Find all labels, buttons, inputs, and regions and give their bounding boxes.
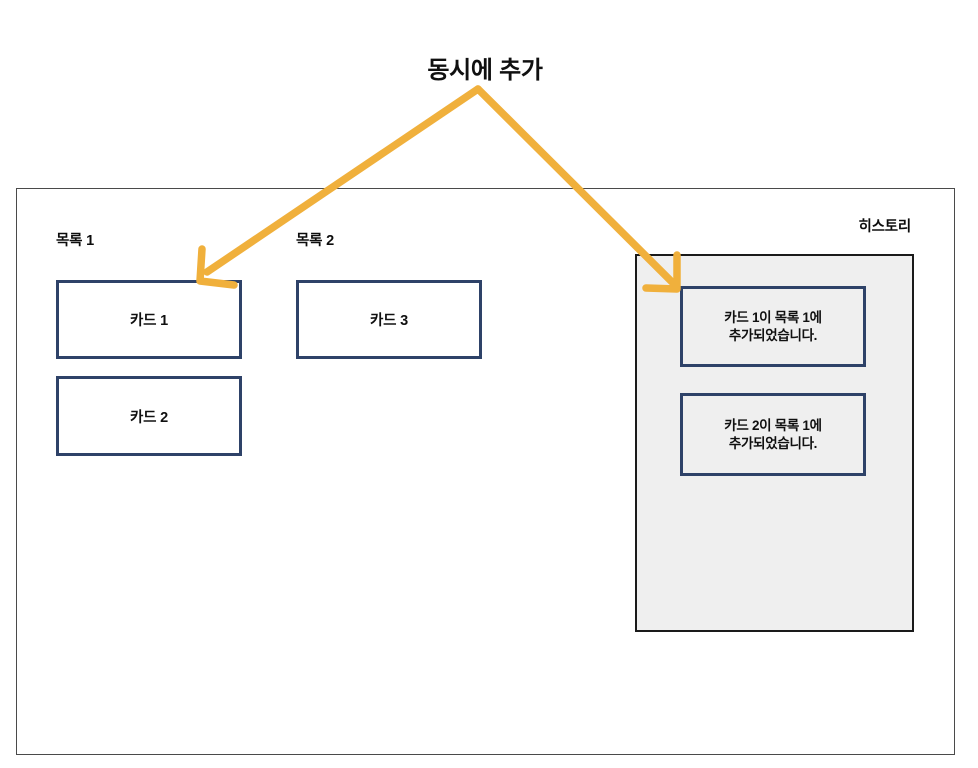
history-entry-line-2: 추가되었습니다. (728, 327, 818, 343)
card-label: 카드 1 (130, 313, 168, 329)
card-2[interactable]: 카드 2 (56, 376, 242, 456)
history-entry: 카드 1이 목록 1에 추가되었습니다. (680, 286, 866, 367)
app-window-frame: 목록 1 카드 1 카드 2 목록 2 카드 3 히스토리 카드 1이 목록 1… (16, 188, 955, 755)
history-panel-title: 히스토리 (858, 219, 911, 235)
card-3[interactable]: 카드 3 (296, 280, 482, 359)
list-title-1: 목록 1 (56, 233, 94, 249)
history-entry: 카드 2이 목록 1에 추가되었습니다. (680, 393, 866, 476)
card-label: 카드 3 (370, 313, 408, 329)
card-1[interactable]: 카드 1 (56, 280, 242, 359)
history-panel: 카드 1이 목록 1에 추가되었습니다. 카드 2이 목록 1에 추가되었습니다… (635, 254, 914, 632)
list-title-2: 목록 2 (296, 233, 334, 249)
annotation-title: 동시에 추가 (427, 57, 543, 84)
history-entry-line-2: 추가되었습니다. (728, 435, 818, 451)
history-entry-line-1: 카드 2이 목록 1에 (724, 418, 822, 434)
card-label: 카드 2 (130, 409, 168, 426)
history-entry-line-1: 카드 1이 목록 1에 (724, 310, 822, 326)
